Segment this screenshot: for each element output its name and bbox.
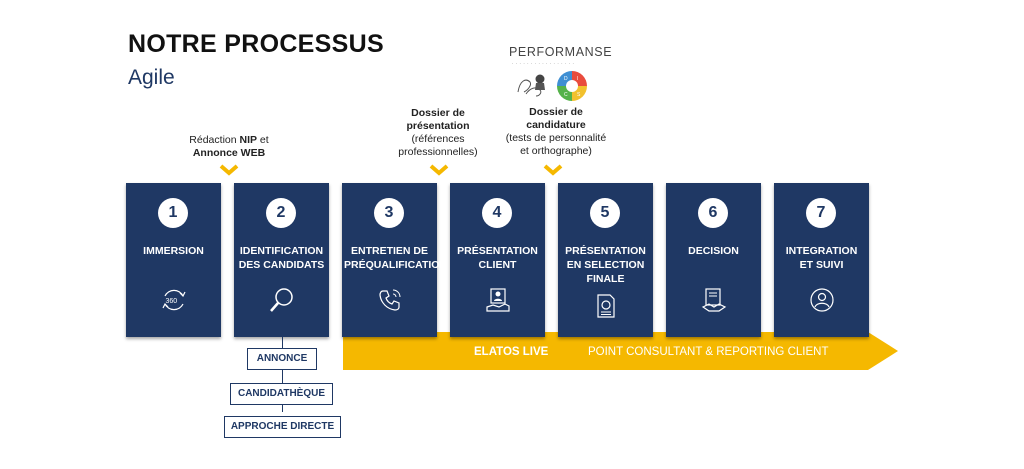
performanse-tagline-decoration: . . . . . . . . . . . . . . . . . (512, 60, 575, 66)
chevron-down-icon (219, 164, 239, 176)
connector-line (282, 337, 283, 412)
note-dossier-candidature: Dossier de candidature (tests de personn… (496, 106, 616, 158)
note-nip-bold: NIP (239, 134, 258, 146)
step-number: 6 (698, 198, 728, 228)
note2-bold2: présentation (406, 120, 470, 132)
step-label: IMMERSION (143, 245, 204, 257)
disc-letter-s: S (577, 92, 581, 98)
page-subtitle: Agile (128, 66, 175, 89)
note3-bold1: Dossier de (529, 106, 583, 118)
step-number: 3 (374, 198, 404, 228)
step-number: 1 (158, 198, 188, 228)
360-icon: 360 (162, 289, 186, 311)
note3-line4: et orthographe) (520, 145, 592, 157)
band-point-consultant: POINT CONSULTANT & REPORTING CLIENT (588, 346, 829, 358)
note3-bold2: candidature (526, 119, 586, 131)
step-number: 7 (806, 198, 836, 228)
note-dossier-presentation: Dossier de présentation (références prof… (383, 107, 493, 159)
disc-letter-i: I (577, 76, 578, 82)
note-nip-post: et (257, 134, 269, 146)
step-number: 4 (482, 198, 512, 228)
step-label: DECISION (688, 245, 739, 257)
step-number: 5 (590, 198, 620, 228)
profile-presentation-icon (486, 288, 510, 312)
performanse-logo: PERFORMANSE (509, 45, 613, 59)
chevron-down-icon (429, 164, 449, 176)
note3-line3: (tests de personnalité (505, 132, 607, 144)
note-nip-annonce: Rédaction NIP et Annonce WEB (176, 134, 282, 160)
subbox-approche-directe: APPROCHE DIRECTE (224, 416, 341, 438)
step-1-immersion: 1 IMMERSION 360 (126, 183, 221, 337)
subbox-candidatheque: CANDIDATHÈQUE (230, 383, 333, 405)
band-elatos-live: ELATOS LIVE (474, 346, 549, 358)
tintype-logo (517, 74, 545, 97)
subbox-annonce: ANNONCE (247, 348, 317, 370)
note-nip-pre: Rédaction (189, 134, 240, 146)
document-profile-icon (597, 294, 615, 318)
contract-handshake-icon (701, 288, 727, 312)
note2-line3: (références (411, 133, 465, 145)
note2-bold1: Dossier de (411, 107, 465, 119)
step-number: 2 (266, 198, 296, 228)
disc-circle-logo: D I S C (557, 71, 587, 101)
disc-letter-c: C (564, 92, 568, 98)
page-title: NOTRE PROCESSUS (128, 30, 384, 58)
svg-text:360: 360 (166, 298, 178, 305)
step-6-decision: 6 DECISION (666, 183, 761, 337)
magnifier-icon (270, 288, 293, 312)
timeline-arrow-band (343, 332, 898, 370)
user-circle-icon (810, 288, 834, 312)
chevron-down-icon (543, 164, 563, 176)
disc-letter-d: D (564, 76, 568, 82)
note2-line4: professionnelles) (398, 146, 478, 158)
phone-icon (379, 289, 401, 311)
note-annonce-web: Annonce WEB (192, 147, 266, 159)
